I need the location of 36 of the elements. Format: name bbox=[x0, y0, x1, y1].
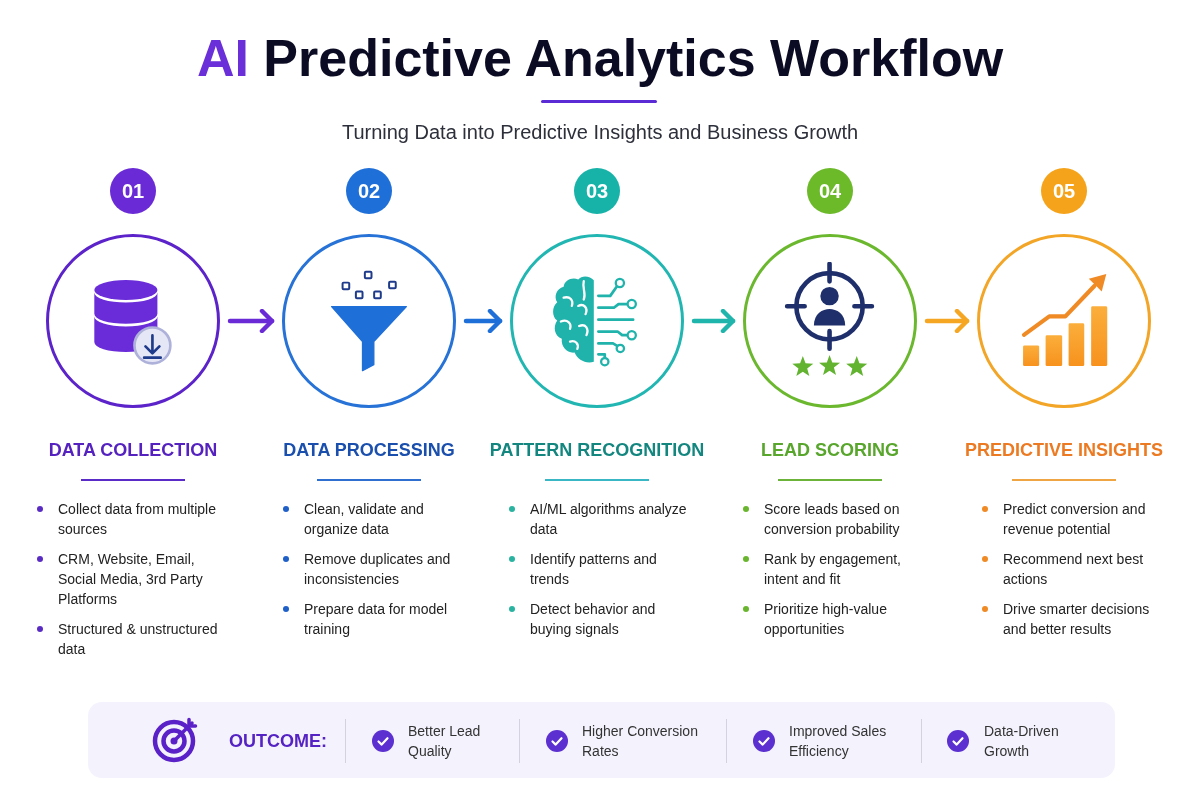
arrow bbox=[691, 308, 736, 334]
outcome-panel bbox=[88, 702, 1115, 778]
arrow bbox=[924, 308, 970, 334]
step-heading: PREDICTIVE INSIGHTS bbox=[965, 439, 1163, 462]
bullet-text: Score leads based on conversion probability bbox=[764, 500, 901, 539]
arrow bbox=[227, 308, 275, 334]
step-heading: DATA PROCESSING bbox=[283, 439, 455, 462]
bullet-text: Prioritize high-value opportunities bbox=[764, 600, 888, 639]
outcome-label: OUTCOME: bbox=[229, 730, 327, 752]
outcome-text: Higher Conversion Rates bbox=[582, 722, 699, 761]
bullet-text: Predict conversion and revenue potential bbox=[1003, 500, 1147, 539]
outcome-text: Improved Sales Efficiency bbox=[789, 722, 888, 761]
step-heading: DATA COLLECTION bbox=[48, 439, 218, 462]
bullet-text: Recommend next best actions bbox=[1003, 550, 1145, 589]
outcome-text: Data-Driven Growth bbox=[984, 722, 1060, 761]
arrow bbox=[463, 308, 503, 334]
subtitle: Turning Data into Predictive Insights and Business Growth bbox=[341, 120, 859, 144]
bullet-text: CRM, Website, Email, Social Media, 3rd Party Platforms bbox=[58, 550, 204, 609]
outcome-text: Better Lead Quality bbox=[408, 722, 482, 761]
bullet-text: Clean, validate and organize data bbox=[304, 500, 425, 539]
step-heading: PATTERN RECOGNITION bbox=[489, 439, 705, 462]
step-number-badge: 04 bbox=[807, 168, 853, 214]
bullet-text: Detect behavior and buying signals bbox=[530, 600, 657, 639]
step-number-badge: 02 bbox=[346, 168, 392, 214]
bullet-text: Rank by engagement, intent and fit bbox=[764, 550, 902, 589]
bullet-text: Identify patterns and trends bbox=[530, 550, 658, 589]
step-heading: LEAD SCORING bbox=[761, 439, 899, 462]
bullet-text: Collect data from multiple sources bbox=[58, 500, 217, 539]
bullet-text: Drive smarter decisions and better results bbox=[1003, 600, 1151, 639]
step-number-badge: 03 bbox=[574, 168, 620, 214]
bullet-text: Structured & unstructured data bbox=[58, 620, 219, 659]
bullet-text: AI/ML algorithms analyze data bbox=[530, 500, 688, 539]
step-number-badge: 05 bbox=[1041, 168, 1087, 214]
bullet-text: Remove duplicates and inconsistencies bbox=[304, 550, 452, 589]
step-number-badge: 01 bbox=[110, 168, 156, 214]
bullet-text: Prepare data for model training bbox=[304, 600, 449, 639]
